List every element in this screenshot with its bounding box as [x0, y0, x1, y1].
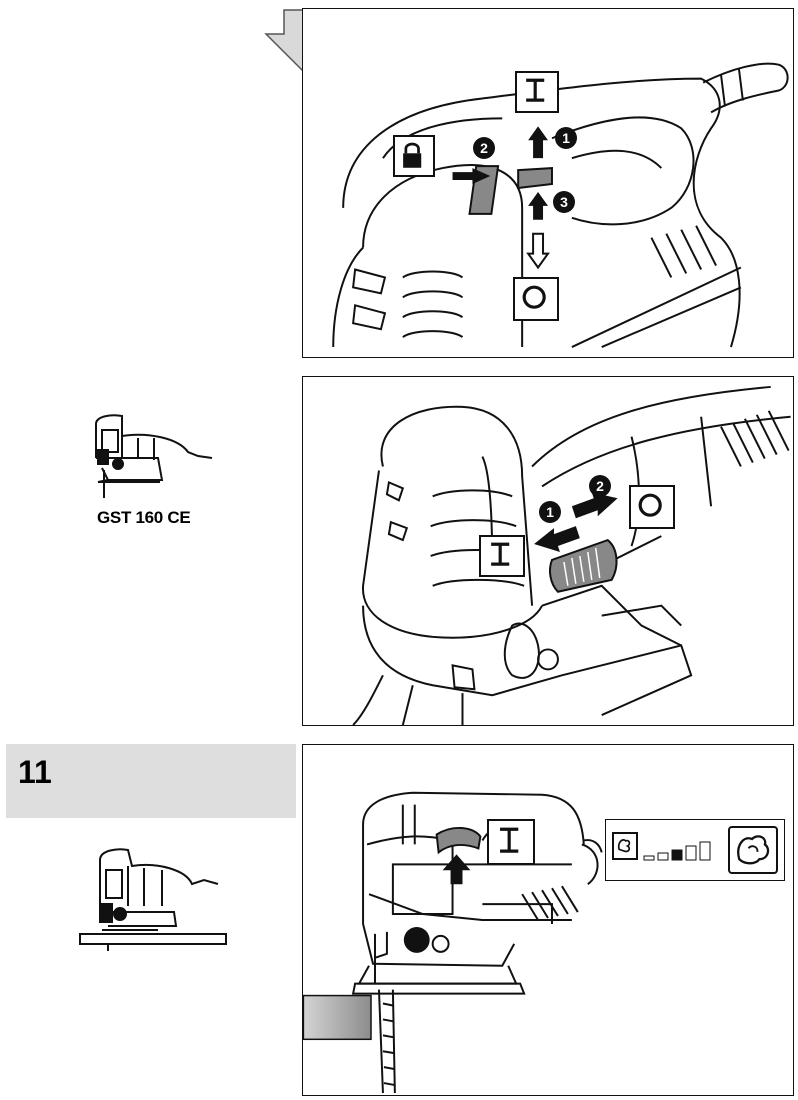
speed-scale [605, 819, 785, 881]
jigsaw-front-drawing [352, 385, 791, 725]
step-badge-2: 2 [589, 475, 611, 497]
step-badge-1: 1 [539, 501, 561, 523]
lock-icon [393, 135, 435, 177]
on-I-icon [515, 71, 559, 113]
off-O-icon [629, 485, 675, 529]
speed-level-bars [643, 841, 711, 861]
jigsaw-rear-drawing [332, 62, 789, 348]
step-badge-3: 3 [553, 191, 575, 213]
on-I-icon [487, 819, 535, 865]
stroke-speed-low-icon [612, 832, 638, 860]
model-label: GST 160 CE [97, 508, 191, 527]
off-O-icon [513, 277, 559, 321]
section-header: 11 [6, 744, 296, 818]
illustration-panel-speed-control [302, 744, 794, 1096]
illustration-panel-on-off-switch: 1 2 [302, 376, 794, 726]
step-badge-2: 2 [473, 137, 495, 159]
section-number: 11 [18, 754, 52, 790]
illustration-panel-switch-lock: 1 2 3 [302, 8, 794, 358]
on-I-icon [479, 535, 525, 577]
stroke-speed-high-icon [728, 826, 778, 874]
step-badge-1: 1 [555, 127, 577, 149]
jigsaw-thumbnail-icon [95, 414, 213, 498]
jigsaw-side-drawing [303, 791, 603, 1094]
jigsaw-on-workpiece-icon [79, 848, 227, 951]
